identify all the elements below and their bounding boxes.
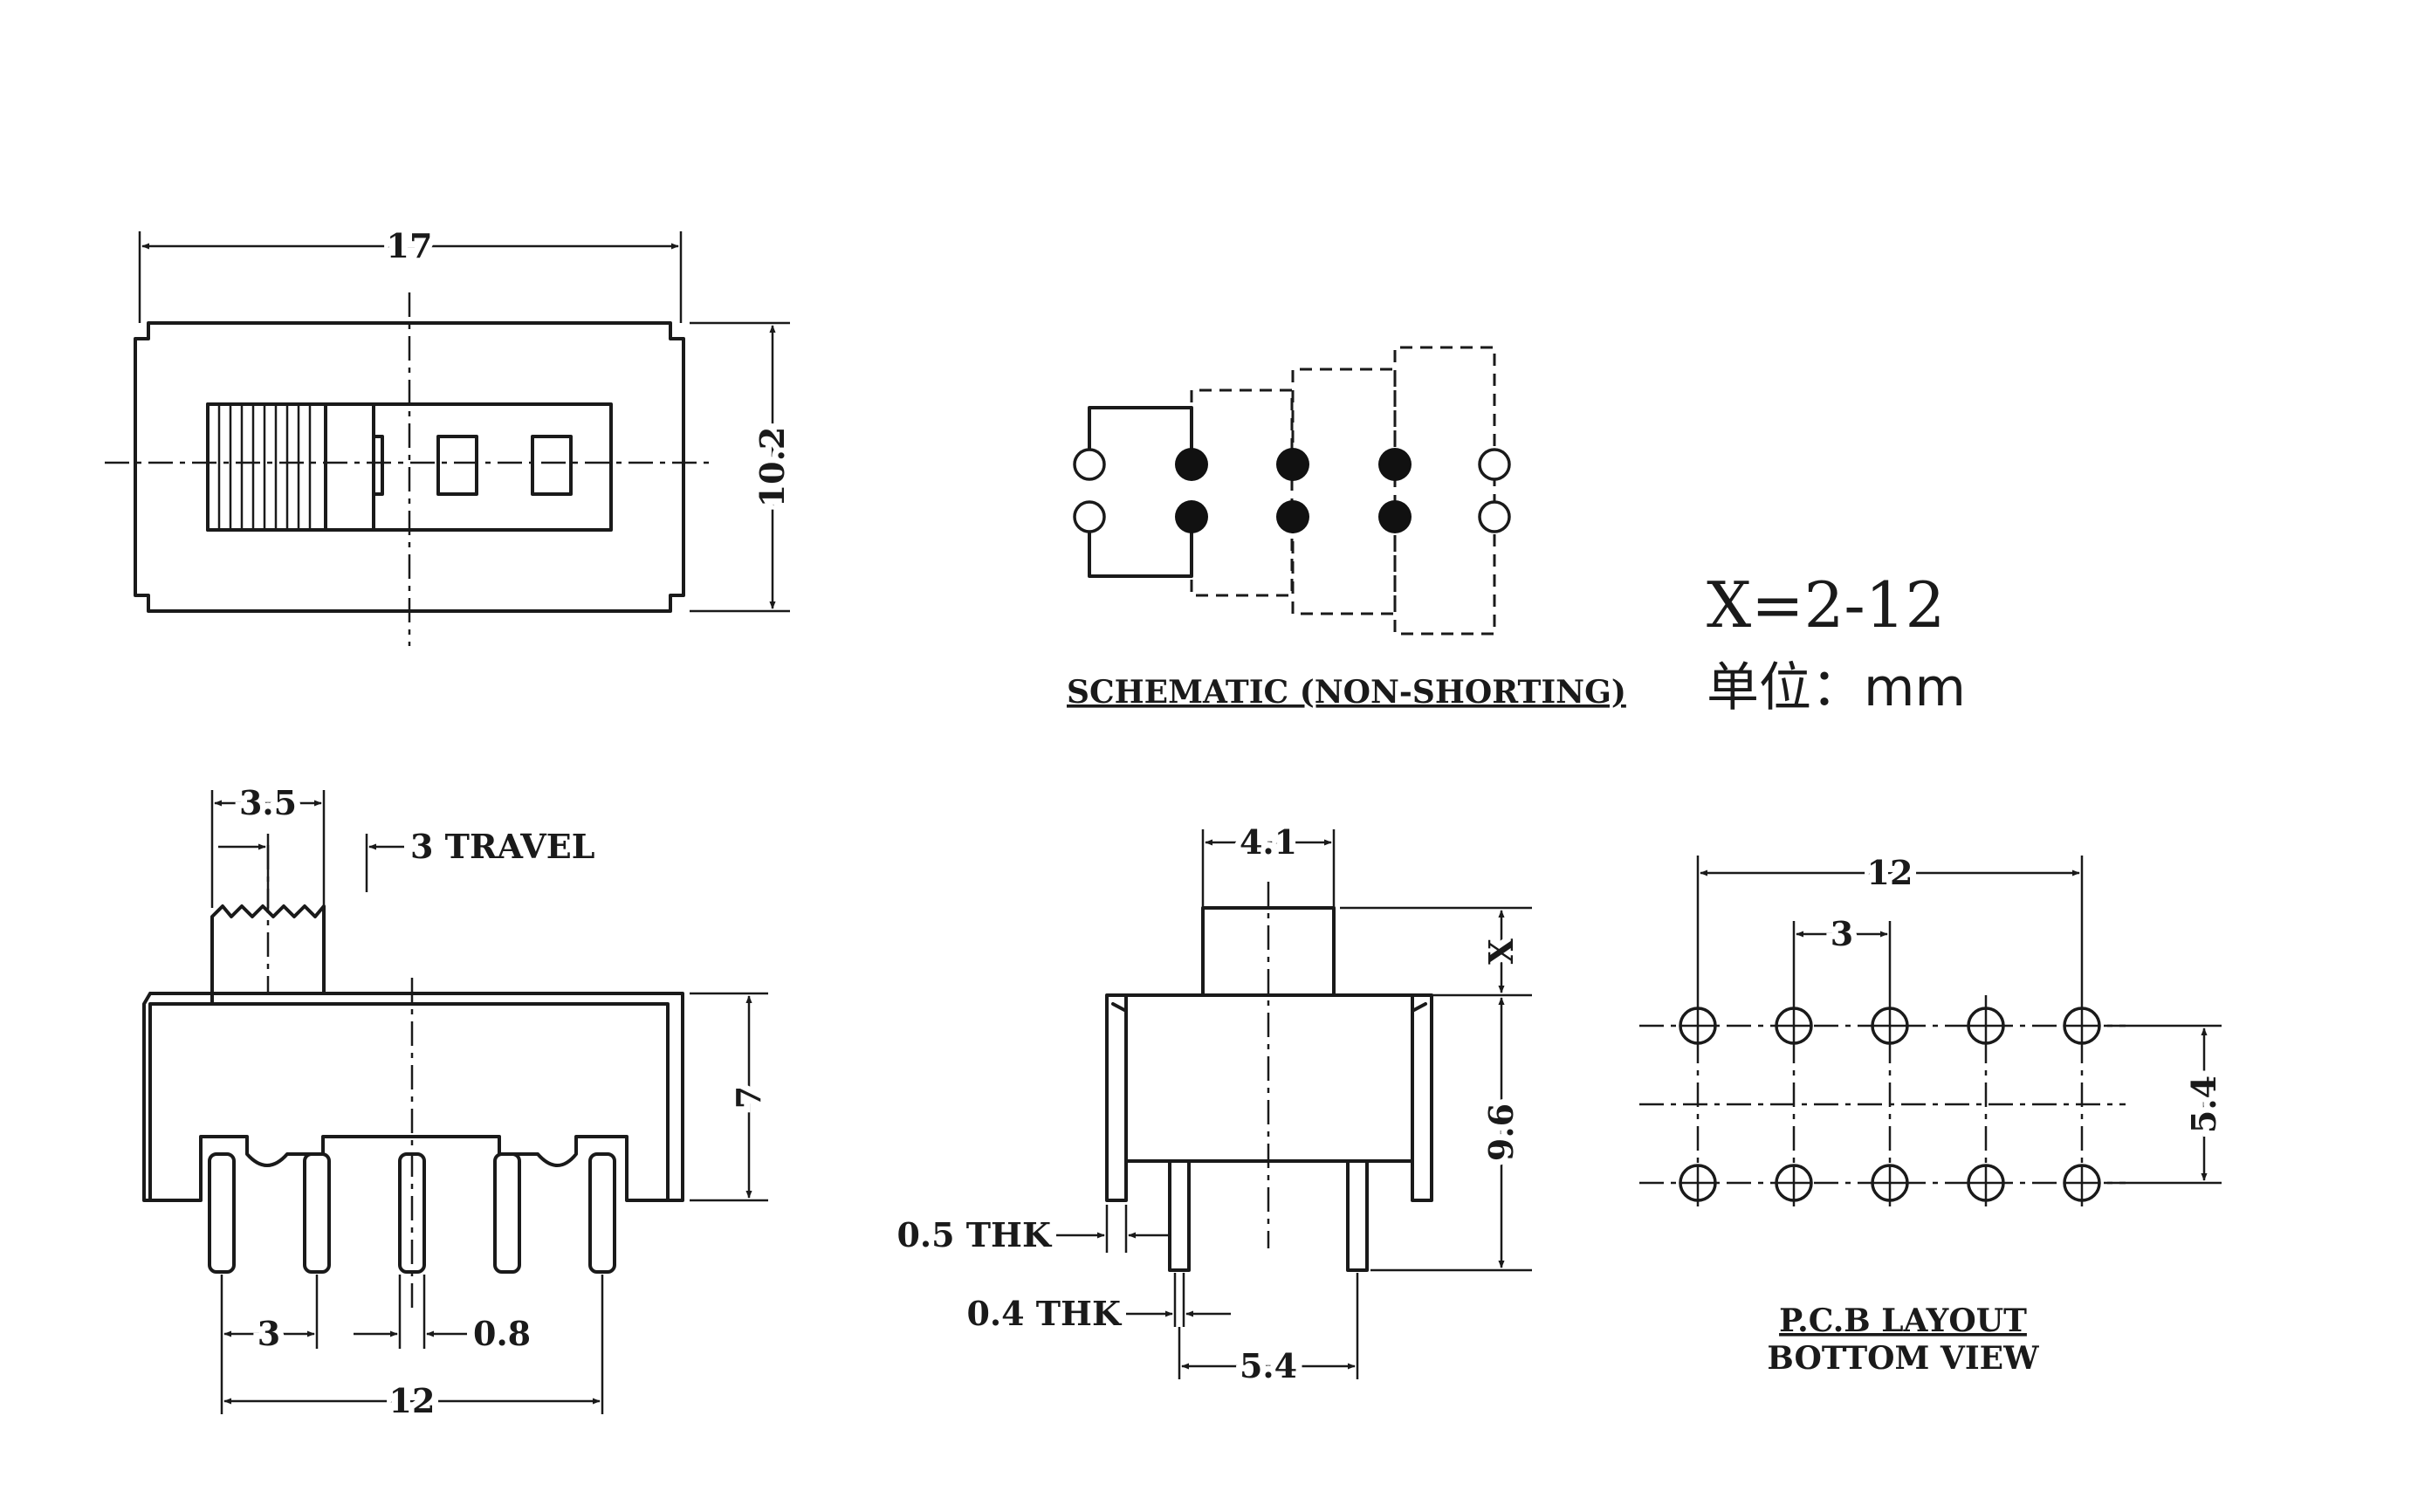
top-view: 17 10.2 <box>105 220 798 646</box>
schematic: SCHEMATIC (NON-SHORTING) <box>1067 346 1626 711</box>
dim-knob-width-3-5: 3.5 <box>239 783 297 822</box>
schematic-caption: SCHEMATIC (NON-SHORTING) <box>1067 674 1626 711</box>
dim-pin-pitch-3: 3 <box>258 1314 280 1353</box>
pcb-caption-line2: BOTTOM VIEW <box>1767 1340 2039 1377</box>
dim-width-17: 17 <box>387 226 433 265</box>
side-view-base <box>148 1135 670 1202</box>
schematic-terminal-open <box>1478 500 1511 533</box>
end-view-frame-right <box>1411 993 1433 1202</box>
detent-window-2 <box>531 435 573 496</box>
side-view-housing <box>142 992 684 1202</box>
dim-frame-thickness: 0.5 THK <box>896 1215 1053 1254</box>
side-view: 3.5 3 TRAVEL 7 3 0.8 12 <box>142 777 774 1426</box>
schematic-terminal-closed <box>1175 448 1208 481</box>
detent-window-1 <box>436 435 478 496</box>
dim-height-10-2: 10.2 <box>752 427 792 508</box>
schematic-solid-contacts <box>1088 406 1193 578</box>
schematic-terminal-closed <box>1378 500 1412 533</box>
top-view-housing <box>134 321 685 613</box>
schematic-terminal-open <box>1478 448 1511 481</box>
schematic-terminal-closed <box>1378 448 1412 481</box>
schematic-terminal-closed <box>1276 500 1309 533</box>
dim-pin-thickness: 0.4 THK <box>966 1294 1123 1333</box>
schematic-dashed-positions <box>1190 346 1496 636</box>
schematic-terminal-closed <box>1276 448 1309 481</box>
end-view-frame-left <box>1105 993 1128 1202</box>
actuator-body <box>324 402 375 532</box>
knob-grip-lines <box>217 404 312 530</box>
positions-note: X=2-12 <box>1707 568 1945 642</box>
schematic-terminal-closed <box>1175 500 1208 533</box>
schematic-terminal-open <box>1073 500 1106 533</box>
dim-pin-width-0-8: 0.8 <box>473 1314 531 1353</box>
actuator-tab <box>372 435 384 496</box>
slide-knob <box>206 402 327 532</box>
dim-span-12: 12 <box>389 1381 436 1420</box>
dim-height-7: 7 <box>729 1086 768 1109</box>
schematic-terminal-open <box>1073 448 1106 481</box>
pcb-caption-line1: P.C.B LAYOUT <box>1779 1302 2027 1339</box>
pcb-layout: 12 3 5.4 P.C.B LAYOUT BOTTOM VIEW <box>1639 847 2229 1377</box>
dim-travel-3: 3 TRAVEL <box>410 827 594 866</box>
dim-end-knob-width-4-1: 4.1 <box>1240 822 1297 862</box>
dim-row-spacing-5-4: 5.4 <box>1240 1346 1297 1385</box>
end-view: 4.1 X 9.6 0.5 THK 0.4 THK 5.4 <box>896 816 1532 1392</box>
unit-note: 单位：mm <box>1707 657 1966 718</box>
dim-pcb-row-spacing-5-4: 5.4 <box>2184 1076 2223 1133</box>
end-view-pin-right <box>1346 1159 1369 1272</box>
dim-pcb-span-12: 12 <box>1867 853 1913 892</box>
dim-pcb-pitch-3: 3 <box>1831 914 1853 953</box>
end-view-pin-left <box>1168 1159 1191 1272</box>
dim-height-9-6: 9.6 <box>1481 1103 1521 1161</box>
dim-knob-height-x: X <box>1481 938 1521 965</box>
